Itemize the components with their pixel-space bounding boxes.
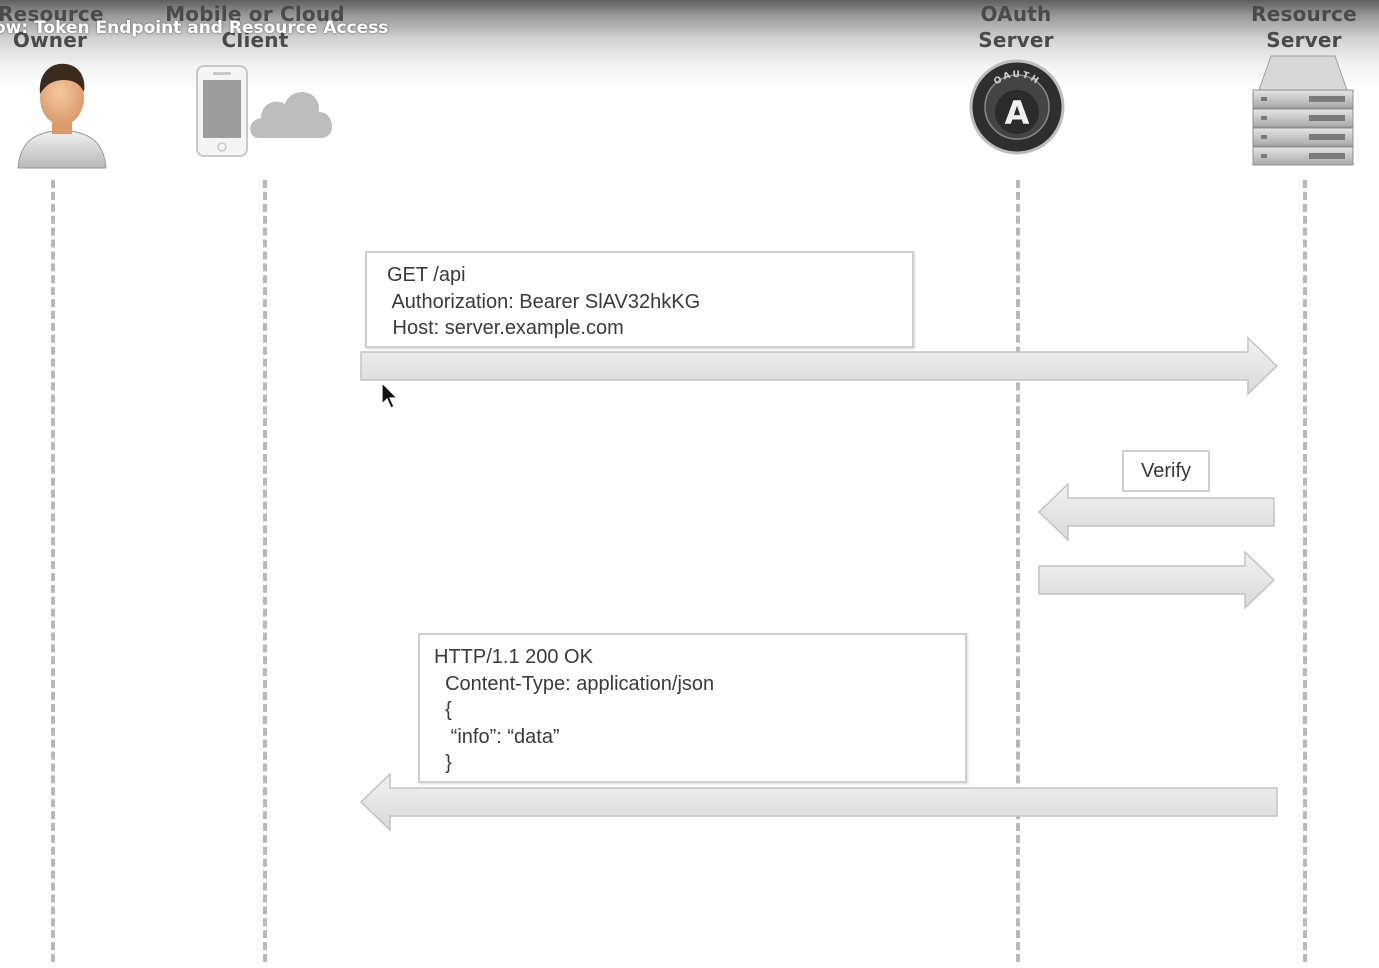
request-header-authorization: Authorization: Bearer SlAV32hkKG	[387, 290, 701, 313]
response-status-line: HTTP/1.1 200 OK	[434, 646, 593, 668]
mouse-cursor-icon	[381, 381, 399, 409]
oauth-logo-icon: OAUTH A	[969, 59, 1065, 155]
person-icon	[17, 63, 107, 169]
request-header-host: Host: server.example.com	[387, 317, 624, 339]
request-line: GET /api	[387, 264, 466, 286]
video-title: ow: Token Endpoint and Resource Access	[0, 18, 389, 38]
lifeline-oauth-server	[1016, 180, 1020, 962]
lifeline-resource-server	[1303, 180, 1307, 962]
response-body-open: {	[434, 699, 452, 721]
lifeline-resource-owner	[51, 180, 55, 962]
verify-request-arrow	[1037, 482, 1275, 542]
phone-cloud-icon	[196, 65, 333, 157]
response-body-field: “info”: “data”	[434, 725, 560, 748]
lifeline-client	[263, 180, 267, 962]
response-header-content-type: Content-Type: application/json	[434, 672, 715, 695]
server-rack-icon	[1252, 55, 1354, 166]
response-body-close: }	[434, 752, 452, 774]
request-arrow	[360, 336, 1279, 396]
response-arrow	[359, 772, 1278, 832]
request-message-box: GET /api Authorization: Bearer SlAV32hkK…	[365, 251, 914, 348]
verify-response-arrow	[1038, 550, 1276, 610]
verify-label: Verify	[1122, 450, 1210, 492]
response-message-box: HTTP/1.1 200 OK Content-Type: applicatio…	[418, 633, 967, 783]
oauth-logo-letter: A	[1005, 94, 1030, 132]
